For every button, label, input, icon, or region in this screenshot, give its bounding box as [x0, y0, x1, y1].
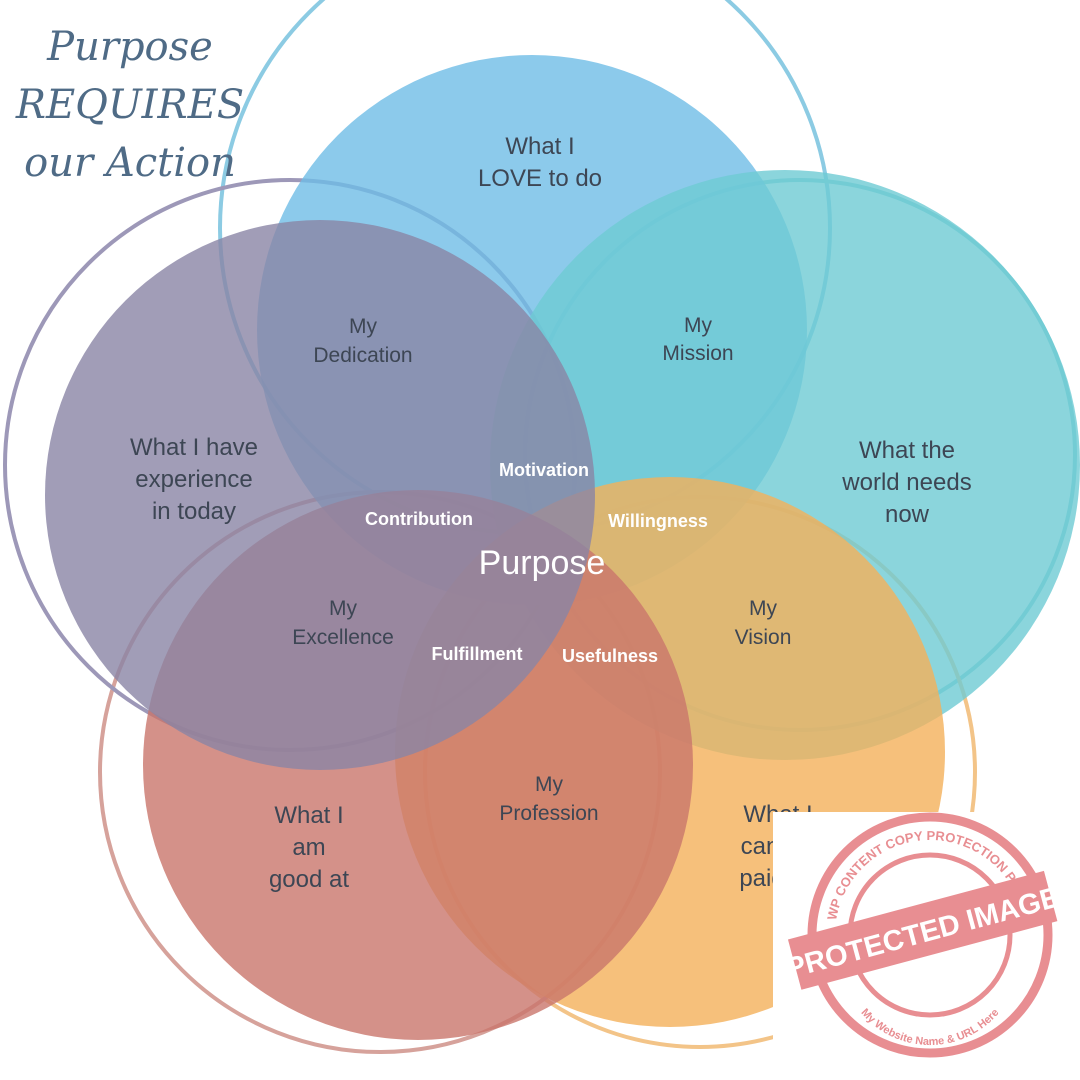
protected-image-stamp: WP CONTENT COPY PROTECTION PLUGIN My Web… — [773, 812, 1080, 1080]
heading: Purpose REQUIRES our Action — [15, 24, 244, 186]
pair-labels: My Dedication My Mission My Vision My Pr… — [292, 314, 791, 825]
excellence-label-line-1: My — [329, 597, 357, 620]
good-label-line-1: What I — [274, 802, 343, 829]
experience-circle — [45, 220, 595, 770]
mission-label-line-2: Mission — [662, 342, 733, 365]
heading-line-2: REQUIRES — [15, 82, 244, 128]
excellence-label-line-2: Excellence — [292, 626, 394, 649]
good-label-line-3: good at — [269, 866, 349, 893]
experience-label-line-3: in today — [152, 498, 236, 525]
triple-labels: Motivation Willingness Usefulness Fulfil… — [365, 460, 708, 666]
dedication-label-line-1: My — [349, 315, 377, 338]
world-label-line-3: now — [885, 501, 930, 528]
fulfillment-label: Fulfillment — [432, 644, 523, 664]
world-label-line-2: world needs — [841, 469, 971, 496]
good-label-line-2: am — [292, 834, 325, 861]
purpose-center-label: Purpose — [479, 544, 606, 582]
dedication-label-line-2: Dedication — [313, 344, 412, 367]
motivation-label: Motivation — [499, 460, 589, 480]
stamp-band — [787, 870, 1058, 990]
profession-label-line-1: My — [535, 773, 563, 796]
mission-label-line-1: My — [684, 314, 712, 337]
love-label-line-2: LOVE to do — [478, 165, 602, 192]
world-label-line-1: What the — [859, 437, 955, 464]
love-label-line-1: What I — [505, 133, 574, 160]
profession-label-line-2: Profession — [499, 802, 598, 825]
experience-label-line-2: experience — [135, 466, 252, 493]
contribution-label: Contribution — [365, 509, 473, 529]
heading-line-3: our Action — [24, 140, 236, 186]
experience-label-line-1: What I have — [130, 434, 258, 461]
vision-label-line-1: My — [749, 597, 777, 620]
usefulness-label: Usefulness — [562, 646, 658, 666]
heading-line-1: Purpose — [46, 24, 213, 70]
paid-label-line-2: can — [741, 833, 780, 860]
willingness-label: Willingness — [608, 511, 708, 531]
vision-label-line-2: Vision — [735, 626, 792, 649]
